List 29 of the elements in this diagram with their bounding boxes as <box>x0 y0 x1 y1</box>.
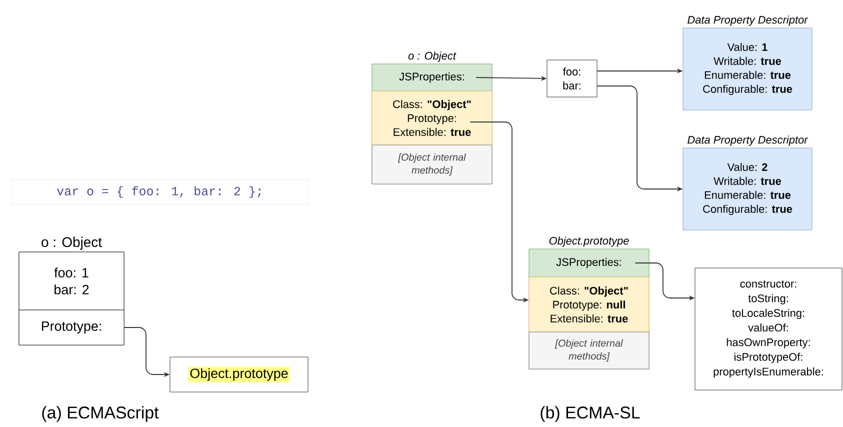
attributes-compartment: Class: "Object" Prototype: Extensible: true <box>372 90 492 146</box>
heading: Object.prototype <box>549 236 629 247</box>
prototype-compartment: Prototype: <box>18 310 124 346</box>
methods-compartment: [Object internal methods] <box>372 144 492 184</box>
caption: (b) ECMA-SL <box>540 406 640 422</box>
keys-box: foo: bar: <box>546 60 598 98</box>
attributes-compartment: Class: "Object" Prototype: null Extensible: true <box>528 276 650 332</box>
methods-compartment: [Object internal methods] <box>528 332 650 370</box>
node-label: Writable: true <box>714 176 782 185</box>
fields-compartment: foo: 1 bar: 2 <box>18 252 124 310</box>
caption: (a) ECMAScript <box>42 406 159 422</box>
code-box: var o = { foo: 1, bar: 2 }; <box>12 179 308 205</box>
properties-compartment: JSProperties: <box>528 248 650 278</box>
node-label: Value: 1 <box>727 42 768 52</box>
prototype-box: Object.prototype <box>170 356 308 392</box>
properties-compartment: JSProperties: <box>372 64 492 92</box>
node-label: Value: 2 <box>727 162 768 172</box>
node-label: Enumerable: true <box>704 190 791 199</box>
heading: Data Property Descriptor <box>688 136 808 146</box>
property-list-box: constructor: toString: toLocaleString: valueOf: hasOwnProperty: isPrototypeOf: propertyIsEnumerable: <box>694 268 842 390</box>
heading: o : Object <box>408 52 456 62</box>
descriptor-box: Value: 2 Writable: true Enumerable: true Configurable: true <box>682 148 812 230</box>
heading: o : Object <box>42 236 102 250</box>
node-label: Configurable: true <box>703 84 792 96</box>
node-label: Configurable: true <box>703 204 792 216</box>
node-label: Enumerable: true <box>704 70 791 79</box>
node-label: Writable: true <box>714 56 782 65</box>
heading: Data Property Descriptor <box>688 16 808 26</box>
descriptor-box: Value: 1 Writable: true Enumerable: true Configurable: true <box>682 28 812 110</box>
